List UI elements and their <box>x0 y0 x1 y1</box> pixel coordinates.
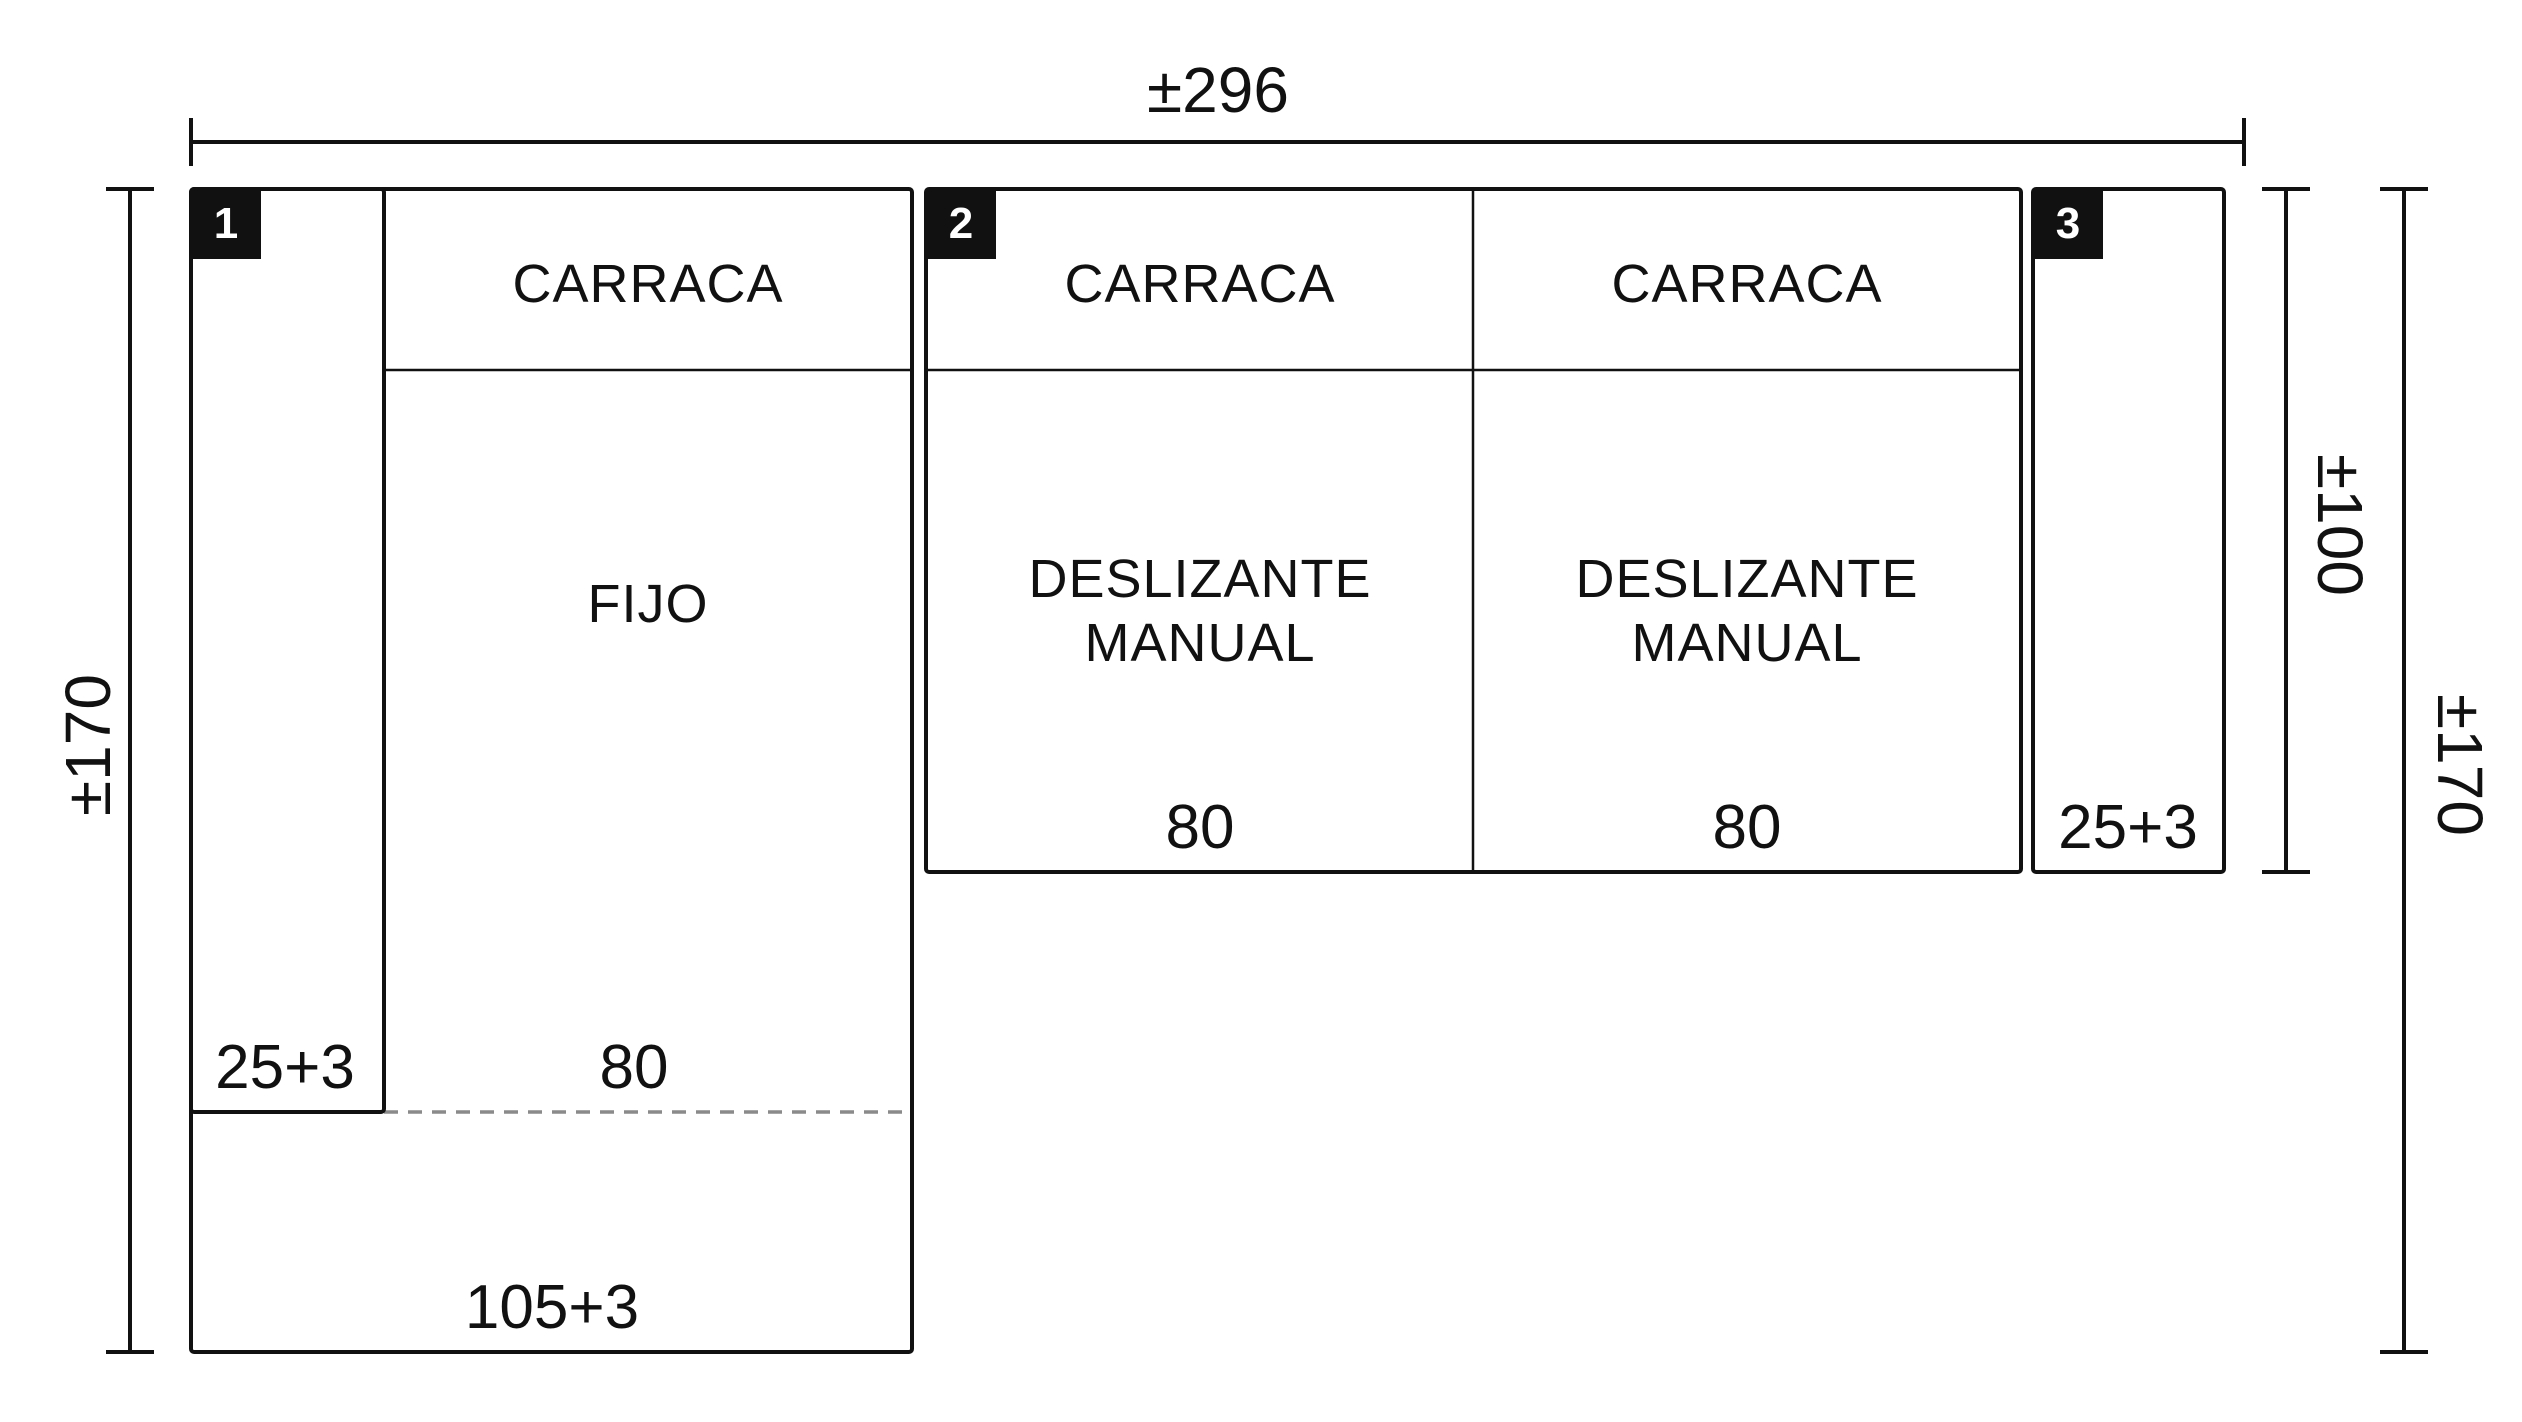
badge-1-text: 1 <box>214 199 238 248</box>
left-height-label: ±170 <box>52 674 124 816</box>
module1-armrest-width-label: 25+3 <box>215 1033 355 1102</box>
module2-seat-b-type-line2: MANUAL <box>1631 613 1862 673</box>
module2-seat-a-type-line1: DESLIZANTE <box>1028 549 1371 609</box>
right-outer-height-label: ±170 <box>2424 694 2496 836</box>
module2-seat-b-width: 80 <box>1713 793 1782 862</box>
module1-mechanism-label: CARRACA <box>512 254 783 314</box>
right-inner-height-label: ±100 <box>2304 454 2376 596</box>
module1-seat-width-label: 80 <box>600 1033 669 1102</box>
armrest-right <box>2031 187 2226 874</box>
module1-seat-type-label: FIJO <box>588 574 709 634</box>
module2-seat-a-mechanism: CARRACA <box>1064 254 1335 314</box>
badge-3-text: 3 <box>2056 199 2080 248</box>
total-width-label: ±296 <box>1147 54 1289 126</box>
right-outer-height-dimension: ±170 <box>2380 187 2496 1354</box>
chaise-body <box>189 187 914 1354</box>
left-height-dimension: ±170 <box>52 187 154 1354</box>
badge-1 <box>191 189 261 259</box>
badge-2-text: 2 <box>949 199 973 248</box>
module-3: 3 25+3 <box>2031 187 2226 874</box>
module1-chaise-width-label: 105+3 <box>465 1273 639 1342</box>
module-1: 1 CARRACA FIJO 80 25+3 105+3 <box>189 187 914 1354</box>
module2-seat-a-width: 80 <box>1166 793 1235 862</box>
module3-armrest-width-label: 25+3 <box>2058 793 2198 862</box>
module2-seat-b-mechanism: CARRACA <box>1611 254 1882 314</box>
right-inner-height-dimension: ±100 <box>2262 187 2376 874</box>
module2-seat-a-type-line2: MANUAL <box>1084 613 1315 673</box>
armrest-left <box>189 187 386 1114</box>
module2-seat-b-type-line1: DESLIZANTE <box>1575 549 1918 609</box>
width-dimension: ±296 <box>189 54 2246 166</box>
badge-3 <box>2033 189 2103 259</box>
badge-2 <box>926 189 996 259</box>
module-2: 2 CARRACA DESLIZANTE MANUAL 80 CARRACA D… <box>924 187 2023 874</box>
